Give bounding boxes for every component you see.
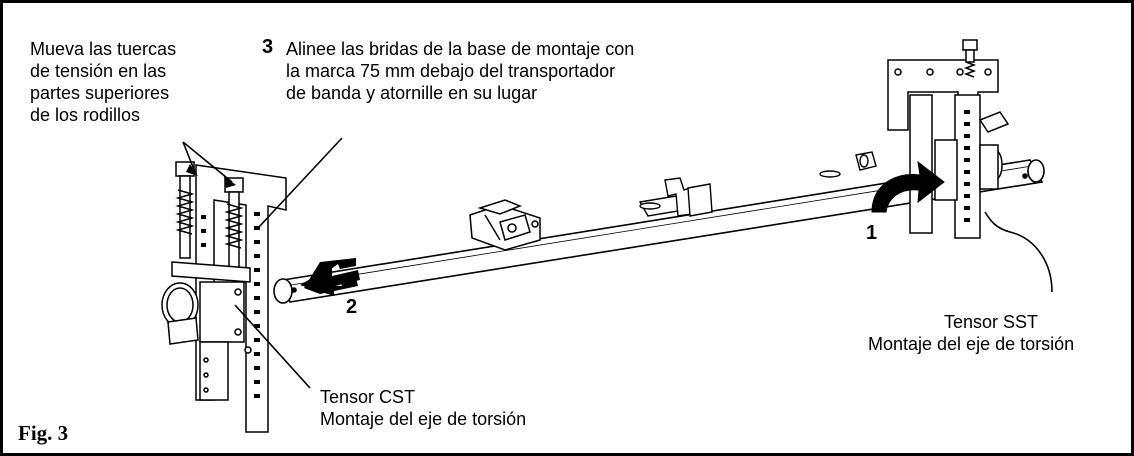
cst-tensioner-title: Tensor CST: [320, 387, 416, 407]
rotation-arrow-1: [871, 160, 945, 213]
sst-tensioner-subtitle: Montaje del eje de torsión: [868, 334, 1075, 354]
sst-tensioner-title: Tensor SST: [944, 312, 1039, 332]
cst-tensioner: [161, 161, 287, 433]
middle-clamp-bracket: [469, 199, 541, 251]
tension-nuts-callout: Mueva las tuercas de tensión en las part…: [30, 39, 177, 125]
torsion-shaft: [273, 159, 1045, 304]
leader-lines: [182, 137, 1053, 389]
step-3-number: 3: [262, 36, 274, 58]
sst-tensioner: [887, 39, 1010, 239]
figure-label: Fig. 3: [18, 421, 69, 445]
step-1-number: 1: [866, 222, 878, 244]
shaft-strap: [638, 151, 877, 217]
step-2-number: 2: [346, 296, 358, 318]
slide-arrow-2-body: [300, 266, 360, 296]
step-3-callout: Alinee las bridas de la base de montaje …: [286, 39, 635, 103]
cst-tensioner-subtitle: Montaje del eje de torsión: [320, 409, 527, 429]
